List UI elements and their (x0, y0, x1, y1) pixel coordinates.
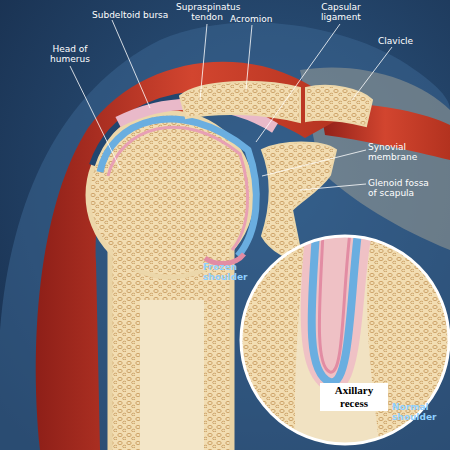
part-label: Synovial membrane (368, 142, 430, 162)
illustration-part (367, 232, 450, 450)
illustration-part (312, 232, 358, 382)
illustration-part (246, 25, 252, 90)
illustration-part (300, 184, 366, 190)
illustration-part (301, 232, 372, 392)
part-label: Supraspinatus tendon (176, 2, 238, 22)
illustration-part (306, 86, 372, 126)
part-label: Head of humerus (44, 44, 96, 64)
illustration-part (112, 20, 150, 108)
illustration-part (108, 127, 248, 250)
illustration-part (100, 119, 256, 256)
illustration-part (262, 150, 366, 176)
illustration-part (241, 236, 449, 444)
part-label: Capsular ligament (314, 2, 368, 22)
illustration-part (200, 24, 207, 100)
illustration-part (256, 24, 340, 142)
illustration-part (140, 300, 204, 450)
illustration-part (319, 232, 350, 372)
part-label: Glenoid fossa of scapula (368, 178, 440, 198)
part-label: Frozen shoulder (203, 262, 255, 282)
illustration-part (70, 20, 392, 190)
part-label: Acromion (230, 14, 280, 24)
part-label: Clavicle (378, 36, 428, 46)
illustration-part (238, 232, 450, 450)
illustration-part (180, 82, 300, 122)
part-label: Axillary recess (320, 383, 388, 411)
illustration-part (70, 66, 120, 168)
illustration-part (352, 47, 392, 100)
part-label: Subdeltoid bursa (92, 10, 182, 20)
part-label: Normal shoulder (392, 402, 444, 422)
